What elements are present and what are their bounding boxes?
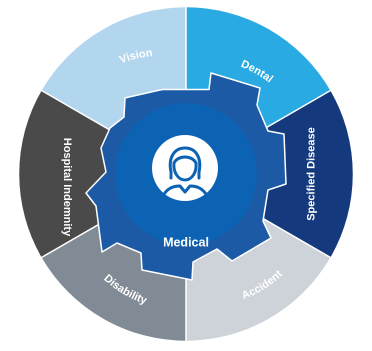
person-avatar-icon: [152, 135, 218, 201]
segment-label-hospital-indemnity: Hospital Indemnity: [61, 138, 73, 237]
segment-label-specified-disease: Specified Disease: [306, 127, 318, 221]
segment-hospital-indemnity[interactable]: [19, 90, 187, 258]
center-label: Medical: [163, 236, 209, 250]
